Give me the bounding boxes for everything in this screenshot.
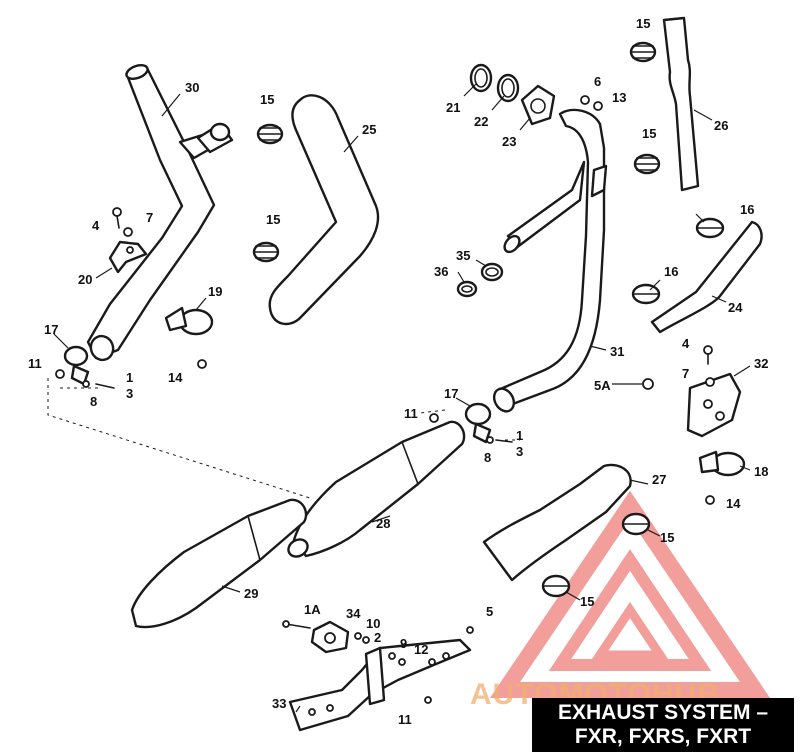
- gaskets-and-flange: [456, 63, 556, 298]
- callout-3-b: 3: [516, 444, 523, 459]
- callout-30: 30: [185, 80, 199, 95]
- callout-35: 35: [456, 248, 470, 263]
- callout-9: 9: [400, 636, 407, 651]
- callout-21: 21: [446, 100, 460, 115]
- callout-11-c: 11: [398, 712, 412, 727]
- muffler-heat-shield: [482, 463, 632, 582]
- rear-muffler: [130, 498, 308, 629]
- callout-31: 31: [610, 344, 624, 359]
- callout-15-e: 15: [660, 530, 674, 545]
- callout-13: 13: [612, 90, 626, 105]
- callout-16-b: 16: [664, 264, 678, 279]
- callout-3-a: 3: [126, 386, 133, 401]
- callout-labels: 30 25 26 15 15 15 15 15 15 21 22 23 6 13…: [28, 16, 768, 727]
- callout-14-a: 14: [168, 370, 183, 385]
- gasket-36: [456, 280, 478, 298]
- gasket-21: [469, 63, 493, 93]
- watermark-logo: [489, 490, 771, 698]
- callout-15-d: 15: [642, 126, 656, 141]
- rear-upper-heat-shield: [662, 16, 700, 192]
- leader-lines: [53, 83, 751, 713]
- rear-lower-heat-shield: [650, 220, 763, 334]
- callout-8-a: 8: [90, 394, 97, 409]
- mounting-clamps: [63, 306, 746, 477]
- centre-lines: [47, 378, 520, 499]
- title-line-1: EXHAUST SYSTEM –: [557, 701, 769, 724]
- callout-24: 24: [728, 300, 743, 315]
- clamp-17-front: [63, 345, 90, 386]
- callout-1-b: 1: [516, 428, 523, 443]
- clamp-16-lower: [631, 283, 661, 305]
- callout-23: 23: [502, 134, 516, 149]
- diagram-title-box: EXHAUST SYSTEM – FXR, FXRS, FXRT: [532, 698, 794, 752]
- callout-4-a: 4: [92, 218, 100, 233]
- callout-2: 2: [374, 630, 381, 645]
- callout-1-a: 1: [126, 370, 133, 385]
- callout-10: 10: [366, 616, 380, 631]
- mounting-block: [310, 620, 350, 654]
- callout-1A: 1A: [304, 602, 321, 617]
- callout-34: 34: [346, 606, 361, 621]
- callout-22: 22: [474, 114, 488, 129]
- callout-32: 32: [754, 356, 768, 371]
- callout-17-b: 17: [444, 386, 458, 401]
- front-small-bracket: [108, 240, 148, 274]
- clamp-15-rear-mid: [633, 153, 661, 175]
- clamp-15-shield-lower: [541, 574, 571, 598]
- muffler-support-bracket: [288, 638, 472, 732]
- callout-5A: 5A: [594, 378, 611, 393]
- callout-15-f: 15: [580, 594, 594, 609]
- front-exhaust-pipe: [86, 64, 234, 362]
- callout-33: 33: [272, 696, 286, 711]
- callout-7-a: 7: [146, 210, 153, 225]
- gasket-35: [480, 262, 504, 282]
- callout-29: 29: [244, 586, 258, 601]
- clamp-15-front-upper: [256, 123, 284, 145]
- callout-26: 26: [714, 118, 728, 133]
- callout-15-b: 15: [266, 212, 280, 227]
- front-heat-shield: [268, 94, 380, 326]
- fasteners: [55, 95, 715, 704]
- callout-14-b: 14: [726, 496, 741, 511]
- callout-18: 18: [754, 464, 768, 479]
- callout-36: 36: [434, 264, 448, 279]
- rear-muffler-bracket: [686, 372, 742, 438]
- gasket-22: [496, 73, 520, 103]
- clamp-17-rear: [464, 402, 492, 444]
- callout-7-b: 7: [682, 366, 689, 381]
- front-muffler: [287, 420, 466, 558]
- clamp-15-shield-upper: [621, 512, 651, 536]
- title-line-2: FXR, FXRS, FXRT: [574, 725, 752, 748]
- callout-8-b: 8: [484, 450, 491, 465]
- callout-19: 19: [208, 284, 222, 299]
- callout-5: 5: [486, 604, 493, 619]
- callout-4-b: 4: [682, 336, 690, 351]
- clamp-19: [164, 306, 214, 336]
- callout-11-a: 11: [28, 356, 42, 371]
- callout-15-c: 15: [636, 16, 650, 31]
- hose-clamps: [252, 41, 725, 598]
- callout-11-b: 11: [404, 406, 418, 421]
- flange-23: [520, 84, 556, 126]
- clamp-18: [698, 450, 746, 477]
- callout-28: 28: [376, 516, 390, 531]
- clamp-15-front-lower: [252, 241, 280, 263]
- clamp-15-rear-upper: [629, 41, 657, 63]
- callout-20: 20: [78, 272, 92, 287]
- callout-17-a: 17: [44, 322, 58, 337]
- callout-12: 12: [414, 642, 428, 657]
- callout-27: 27: [652, 472, 666, 487]
- callout-15-a: 15: [260, 92, 274, 107]
- callout-25: 25: [362, 122, 376, 137]
- clamp-16-upper: [695, 217, 725, 239]
- callout-6: 6: [594, 74, 601, 89]
- rear-exhaust-pipe: [492, 108, 608, 413]
- callout-16-a: 16: [740, 202, 754, 217]
